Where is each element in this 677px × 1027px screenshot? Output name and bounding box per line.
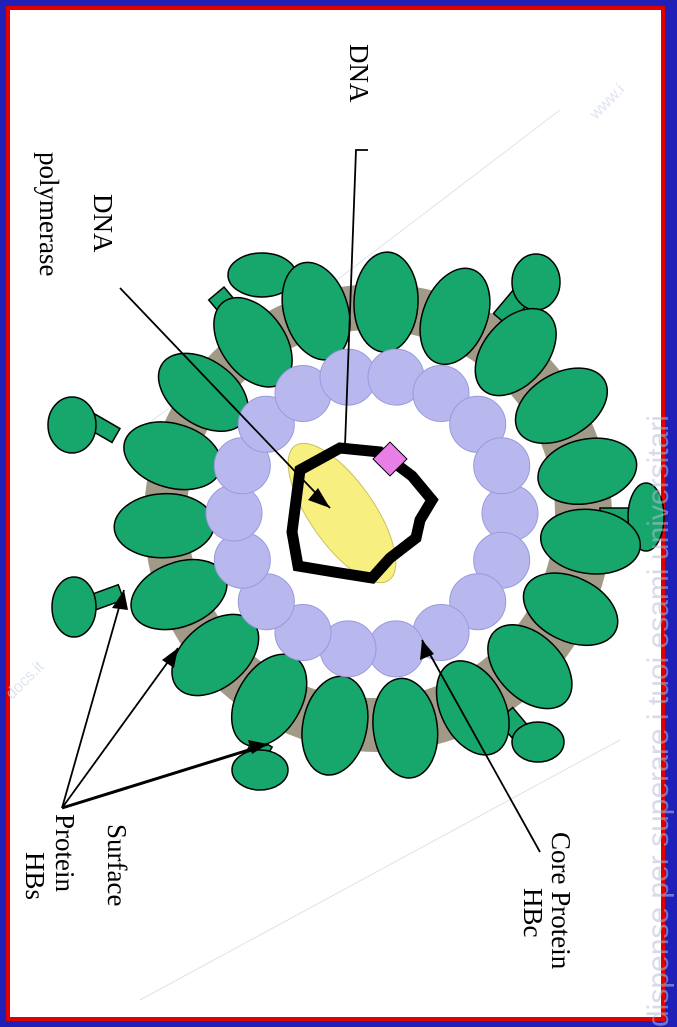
- core-protein-subunit: [482, 485, 538, 541]
- watermark-side-text: dispense per superare i tuoi esami unive…: [642, 415, 675, 1027]
- label-core-protein-line2: HBc: [518, 888, 548, 938]
- spike-head: [512, 722, 564, 762]
- spike-head: [52, 577, 96, 637]
- label-core-protein-line1: Core Protein: [546, 832, 576, 970]
- spike-head: [232, 750, 288, 790]
- label-dna: DNA: [344, 44, 374, 103]
- label-dna-polymerase-line1: DNA: [88, 194, 118, 253]
- core-protein-subunit: [474, 438, 530, 494]
- core-protein-subunit: [206, 485, 262, 541]
- label-surface-protein-line1: Surface: [102, 824, 132, 906]
- watermark-small-top: www.i: [586, 81, 628, 123]
- watermark-small-left: docs.it: [3, 658, 48, 703]
- surface-leader-line-2: [62, 648, 178, 808]
- core-protein-subunit: [214, 532, 270, 588]
- spike-head: [512, 254, 560, 310]
- label-surface-protein-line3: HBs: [20, 852, 50, 900]
- spike-head: [48, 397, 96, 453]
- label-surface-protein-line2: Protein: [50, 814, 80, 892]
- label-dna-polymerase-line2: polymerase: [34, 152, 64, 276]
